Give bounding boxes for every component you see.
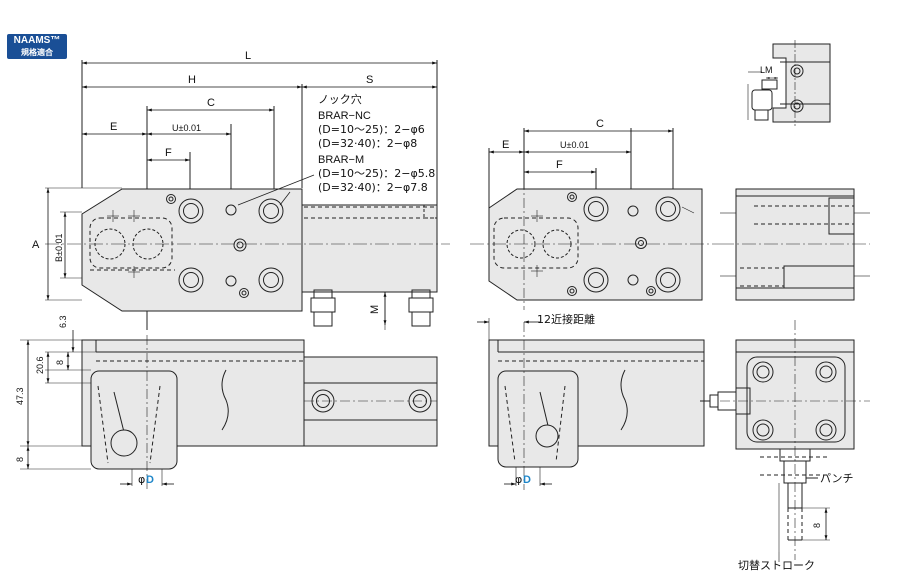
end-view-dimensions (778, 507, 828, 562)
dim-H-label: H (188, 74, 196, 86)
mid-dim-F-label: F (556, 159, 563, 171)
punch-label: パンチ (820, 472, 854, 485)
naams-badge (7, 34, 67, 59)
plan-mid-dimensions (489, 129, 673, 174)
dim-F-label: F (165, 147, 172, 159)
side-view-middle (488, 318, 705, 490)
dim-D-label-left: D (146, 474, 154, 486)
naams-badge-title: NAAMS™ (13, 35, 61, 46)
plan-view-middle (470, 128, 720, 310)
dim-B-label: B±0.01 (54, 234, 64, 262)
brar-nc-spec-1: (D=10～25)：2−φ6 (318, 123, 425, 136)
mid-dim-C-label: C (596, 118, 604, 130)
dim-C-label: C (207, 97, 215, 109)
brar-m-spec-2: (D=32·40)：2−φ7.8 (318, 181, 428, 194)
side-left-dimensions (26, 330, 174, 486)
dim-8-end-label: 8 (812, 523, 822, 528)
brar-nc-spec-2: (D=32·40)：2−φ8 (318, 137, 417, 150)
switch-stroke-label: 切替ストローク (738, 558, 815, 572)
dim-E-label: E (110, 121, 117, 133)
end-view (700, 320, 870, 560)
phi-symbol-left: φ (138, 473, 145, 486)
dim-6-3-label: 6.3 (58, 315, 68, 328)
brar-m-label: BRAR−M (318, 154, 364, 166)
dim-L-label: L (245, 50, 251, 62)
dim-47-3-label: 47.3 (15, 387, 25, 405)
dim-8-lower-label: 8 (15, 457, 25, 462)
brar-m-spec-1: (D=10～25)：2−φ5.8 (318, 167, 435, 180)
mid-dim-U-label: U±0.01 (560, 140, 589, 150)
knock-hole-title: ノック穴 (318, 92, 362, 106)
dim-LM-label: LM (760, 65, 773, 75)
plan-view-left (45, 60, 450, 330)
approach-distance-label: 12近接距離 (537, 312, 595, 326)
naams-badge-subtitle: 規格適合 (21, 48, 53, 57)
mid-dim-E-label: E (502, 139, 509, 151)
dim-D-label-mid: D (523, 474, 531, 486)
phi-symbol-mid: φ (515, 473, 522, 486)
side-mid-dimensions (477, 320, 552, 486)
dim-A-label: A (32, 239, 40, 251)
side-view-left (20, 335, 438, 490)
brar-nc-label: BRAR−NC (318, 110, 371, 122)
dim-8-upper-label: 8 (55, 360, 65, 365)
plan-left-dimensions (46, 61, 437, 325)
dim-M-label: M (369, 305, 381, 314)
end-plan-view (720, 188, 870, 301)
dim-U-label: U±0.01 (172, 123, 201, 133)
fitting-detail-view (747, 40, 831, 126)
dim-20-6-label: 20.6 (35, 356, 45, 374)
dim-S-label: S (366, 74, 373, 86)
